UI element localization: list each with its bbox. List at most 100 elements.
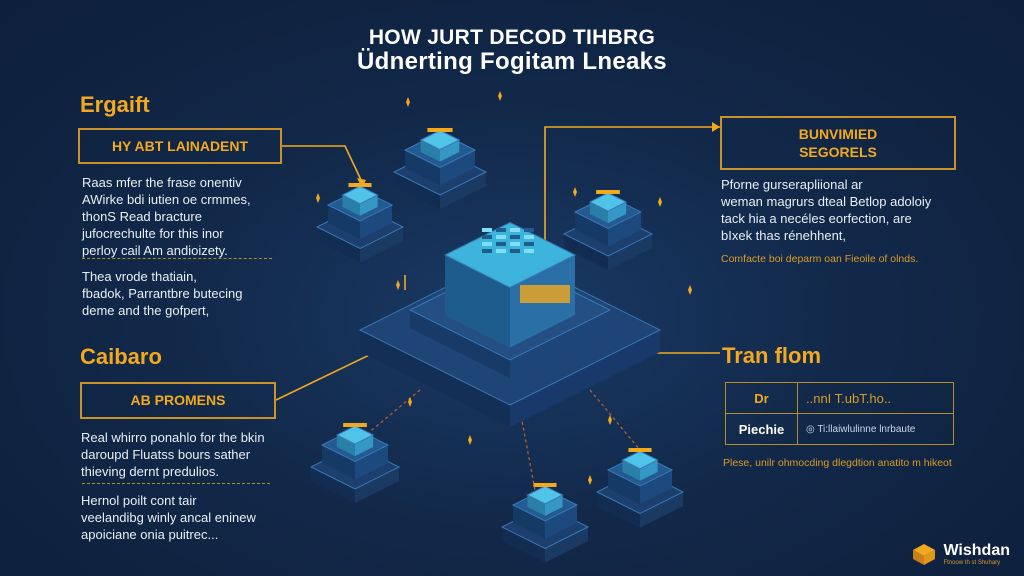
sparkle-icon	[588, 475, 592, 485]
node-bottom-left-block-right	[355, 445, 388, 480]
box-line: SEGORELS	[799, 144, 877, 160]
cube-panel	[510, 235, 520, 239]
cube-panel	[524, 242, 534, 246]
dashed-link	[589, 389, 641, 451]
node-bottom-right-block-left	[608, 470, 640, 504]
cube-panel	[510, 228, 520, 232]
text-line: bIxek thas rénehhent,	[721, 228, 847, 243]
sparkle-icon	[396, 280, 400, 290]
node-top-screen-right	[440, 140, 460, 162]
left-top-heading: Ergaift	[80, 92, 150, 117]
node-top-block-left	[405, 150, 440, 186]
table-cell: Dr	[725, 382, 798, 414]
node-bottom-left-base-right	[355, 467, 399, 503]
logo-name: Wishdan	[943, 542, 1010, 559]
cube-panel	[482, 228, 492, 232]
sparkle-icon	[573, 187, 577, 197]
node-left-upper-base-left	[317, 227, 360, 263]
node-top-base-left	[394, 172, 440, 209]
right-bottom-note: Plese, unilr ohmocding dlegdtion anatito…	[723, 457, 952, 469]
node-bottom-center-screen-right	[545, 495, 563, 516]
central-cube-left	[445, 255, 510, 348]
sparkle-icon	[406, 97, 410, 107]
node-bottom-center-screen-top	[526, 485, 564, 505]
node-bottom-right-block-right	[640, 470, 672, 504]
table-cell: ..nnI T.ubT.ho..	[797, 382, 954, 414]
cube-panel	[496, 228, 506, 232]
dashed-link	[519, 409, 536, 491]
cube-panel	[510, 242, 520, 246]
node-top-accent	[427, 128, 453, 132]
central-platform-left	[360, 330, 510, 427]
text-line: Real whirro ponahlo for the bkin	[81, 430, 265, 445]
right-top-paragraph: Pforne gurserapliional ar weman magrurs …	[721, 176, 931, 244]
table-row: Dr ..nnI T.ubT.ho..	[725, 382, 954, 414]
text-line: Pforne gurserapliional ar	[721, 177, 863, 192]
node-bottom-right-screen-right	[640, 460, 658, 481]
node-bottom-center-accent	[533, 483, 557, 487]
text-line: deme and the gofpert,	[82, 303, 210, 318]
node-right-upper-block-right	[608, 212, 641, 247]
cube-panel	[496, 235, 506, 239]
node-right-upper-screen-right	[608, 202, 627, 224]
cube-panel	[524, 228, 534, 232]
left-top-paragraph-2: Thea vrode thatiain, fbadok, Parrantbre …	[82, 268, 242, 319]
cube-panel	[524, 235, 534, 239]
left-bottom-box: AB PROMENS	[80, 382, 276, 419]
node-bottom-left-accent	[343, 423, 367, 427]
sparkle-icon	[316, 193, 320, 203]
node-right-upper-accent	[596, 190, 620, 194]
node-right-upper-screen-left	[589, 202, 608, 224]
cube-panel	[496, 249, 506, 253]
node-bottom-right-base-right	[640, 492, 683, 528]
text-line: thonS Read bracture	[82, 209, 202, 224]
node-left-upper-block-left	[328, 205, 360, 239]
title-line-1: HOW JURT DECOD TIHBRG	[368, 26, 656, 49]
text-line: Raas mfer the frase onentiv	[82, 175, 242, 190]
text-line: Hernol poilt cont tair	[81, 493, 197, 508]
cube-panel	[496, 242, 506, 246]
divider	[82, 258, 272, 259]
right-bottom-heading: Tran flom	[722, 343, 822, 368]
divider	[82, 483, 270, 484]
left-bottom-paragraph-1: Real whirro ponahlo for the bkin daroupd…	[81, 429, 265, 480]
node-bottom-left-screen-right	[355, 435, 374, 457]
central-cube-top	[443, 221, 577, 289]
right-top-note: Comfacte boi deparm oan Fieoile of olnds…	[721, 253, 919, 265]
connector-line	[282, 145, 363, 183]
cube-panel	[482, 242, 492, 246]
right-top-box: BUNVIMIED SEGORELS	[720, 116, 956, 170]
text-line: perloy cail Am andioizety.	[82, 243, 228, 258]
logo-tagline: Ftnoow th st Shuhary	[943, 560, 1001, 566]
node-right-upper-screen-top	[588, 192, 628, 212]
node-right-upper-base-right	[608, 234, 652, 270]
node-bottom-center-screen-left	[527, 495, 545, 516]
node-bottom-center-block-right	[545, 505, 577, 539]
connector-line	[544, 126, 720, 250]
cube-panel	[510, 249, 520, 253]
node-top-screen-left	[420, 140, 440, 162]
central-platform-right	[510, 330, 660, 427]
sparkle-icon	[498, 91, 502, 101]
central-tier-left	[410, 310, 510, 378]
central-tier-right	[510, 310, 610, 378]
text-line: weman magrurs dteal Betlop adoloiy	[721, 194, 932, 209]
sparkle-icon	[608, 415, 612, 425]
text-line: fbadok, Parrantbre butecing	[82, 286, 243, 301]
cube-display	[520, 285, 570, 303]
node-top-base-right	[440, 172, 486, 209]
node-left-upper-block-right	[360, 205, 392, 239]
cube-panel	[482, 235, 492, 239]
sparkle-icon	[468, 435, 472, 445]
arrow-head-icon	[712, 122, 720, 132]
left-bottom-paragraph-2: Hernol poilt cont tair veelandibg winly …	[81, 492, 256, 543]
sparkle-icon	[688, 285, 692, 295]
node-bottom-right-screen-top	[621, 450, 659, 470]
text-line: jufocrechulte for this inor	[82, 226, 224, 241]
text-line: tack hia a necéles eorfection, are	[721, 211, 912, 226]
text-line: AWirke bdi iutien oe crmmes,	[82, 192, 251, 207]
node-right-upper-block-left	[575, 212, 608, 247]
node-bottom-left-screen-top	[335, 425, 375, 445]
node-bottom-right-accent	[628, 448, 652, 452]
